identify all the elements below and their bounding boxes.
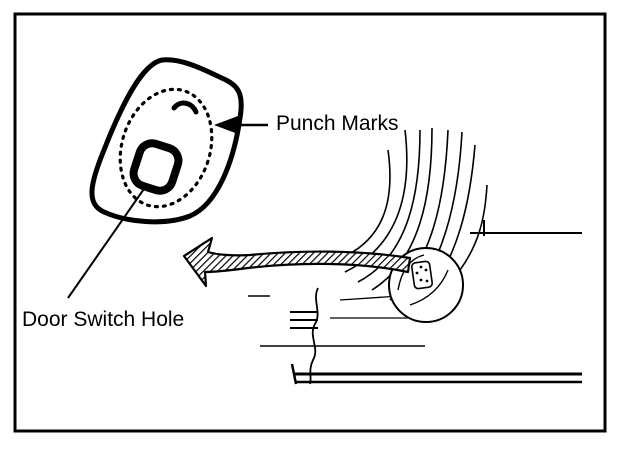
punch-mark-outline (118, 87, 214, 209)
c-punch-mark (171, 100, 199, 115)
frame-border (13, 12, 607, 433)
door-switch-hole (129, 139, 183, 195)
label-punch-marks: Punch Marks (276, 112, 399, 135)
body-step-edge (470, 220, 582, 236)
break-line (309, 287, 319, 385)
curved-hatched-arrow-icon (182, 236, 412, 288)
punch-marks-pointer (214, 116, 268, 134)
leader-arrow-icon (214, 116, 238, 134)
label-door-switch-hole: Door Switch Hole (22, 308, 184, 331)
door-switch-leader (67, 185, 147, 299)
sill-floor-lines (248, 295, 582, 385)
switch-panel (89, 57, 244, 225)
